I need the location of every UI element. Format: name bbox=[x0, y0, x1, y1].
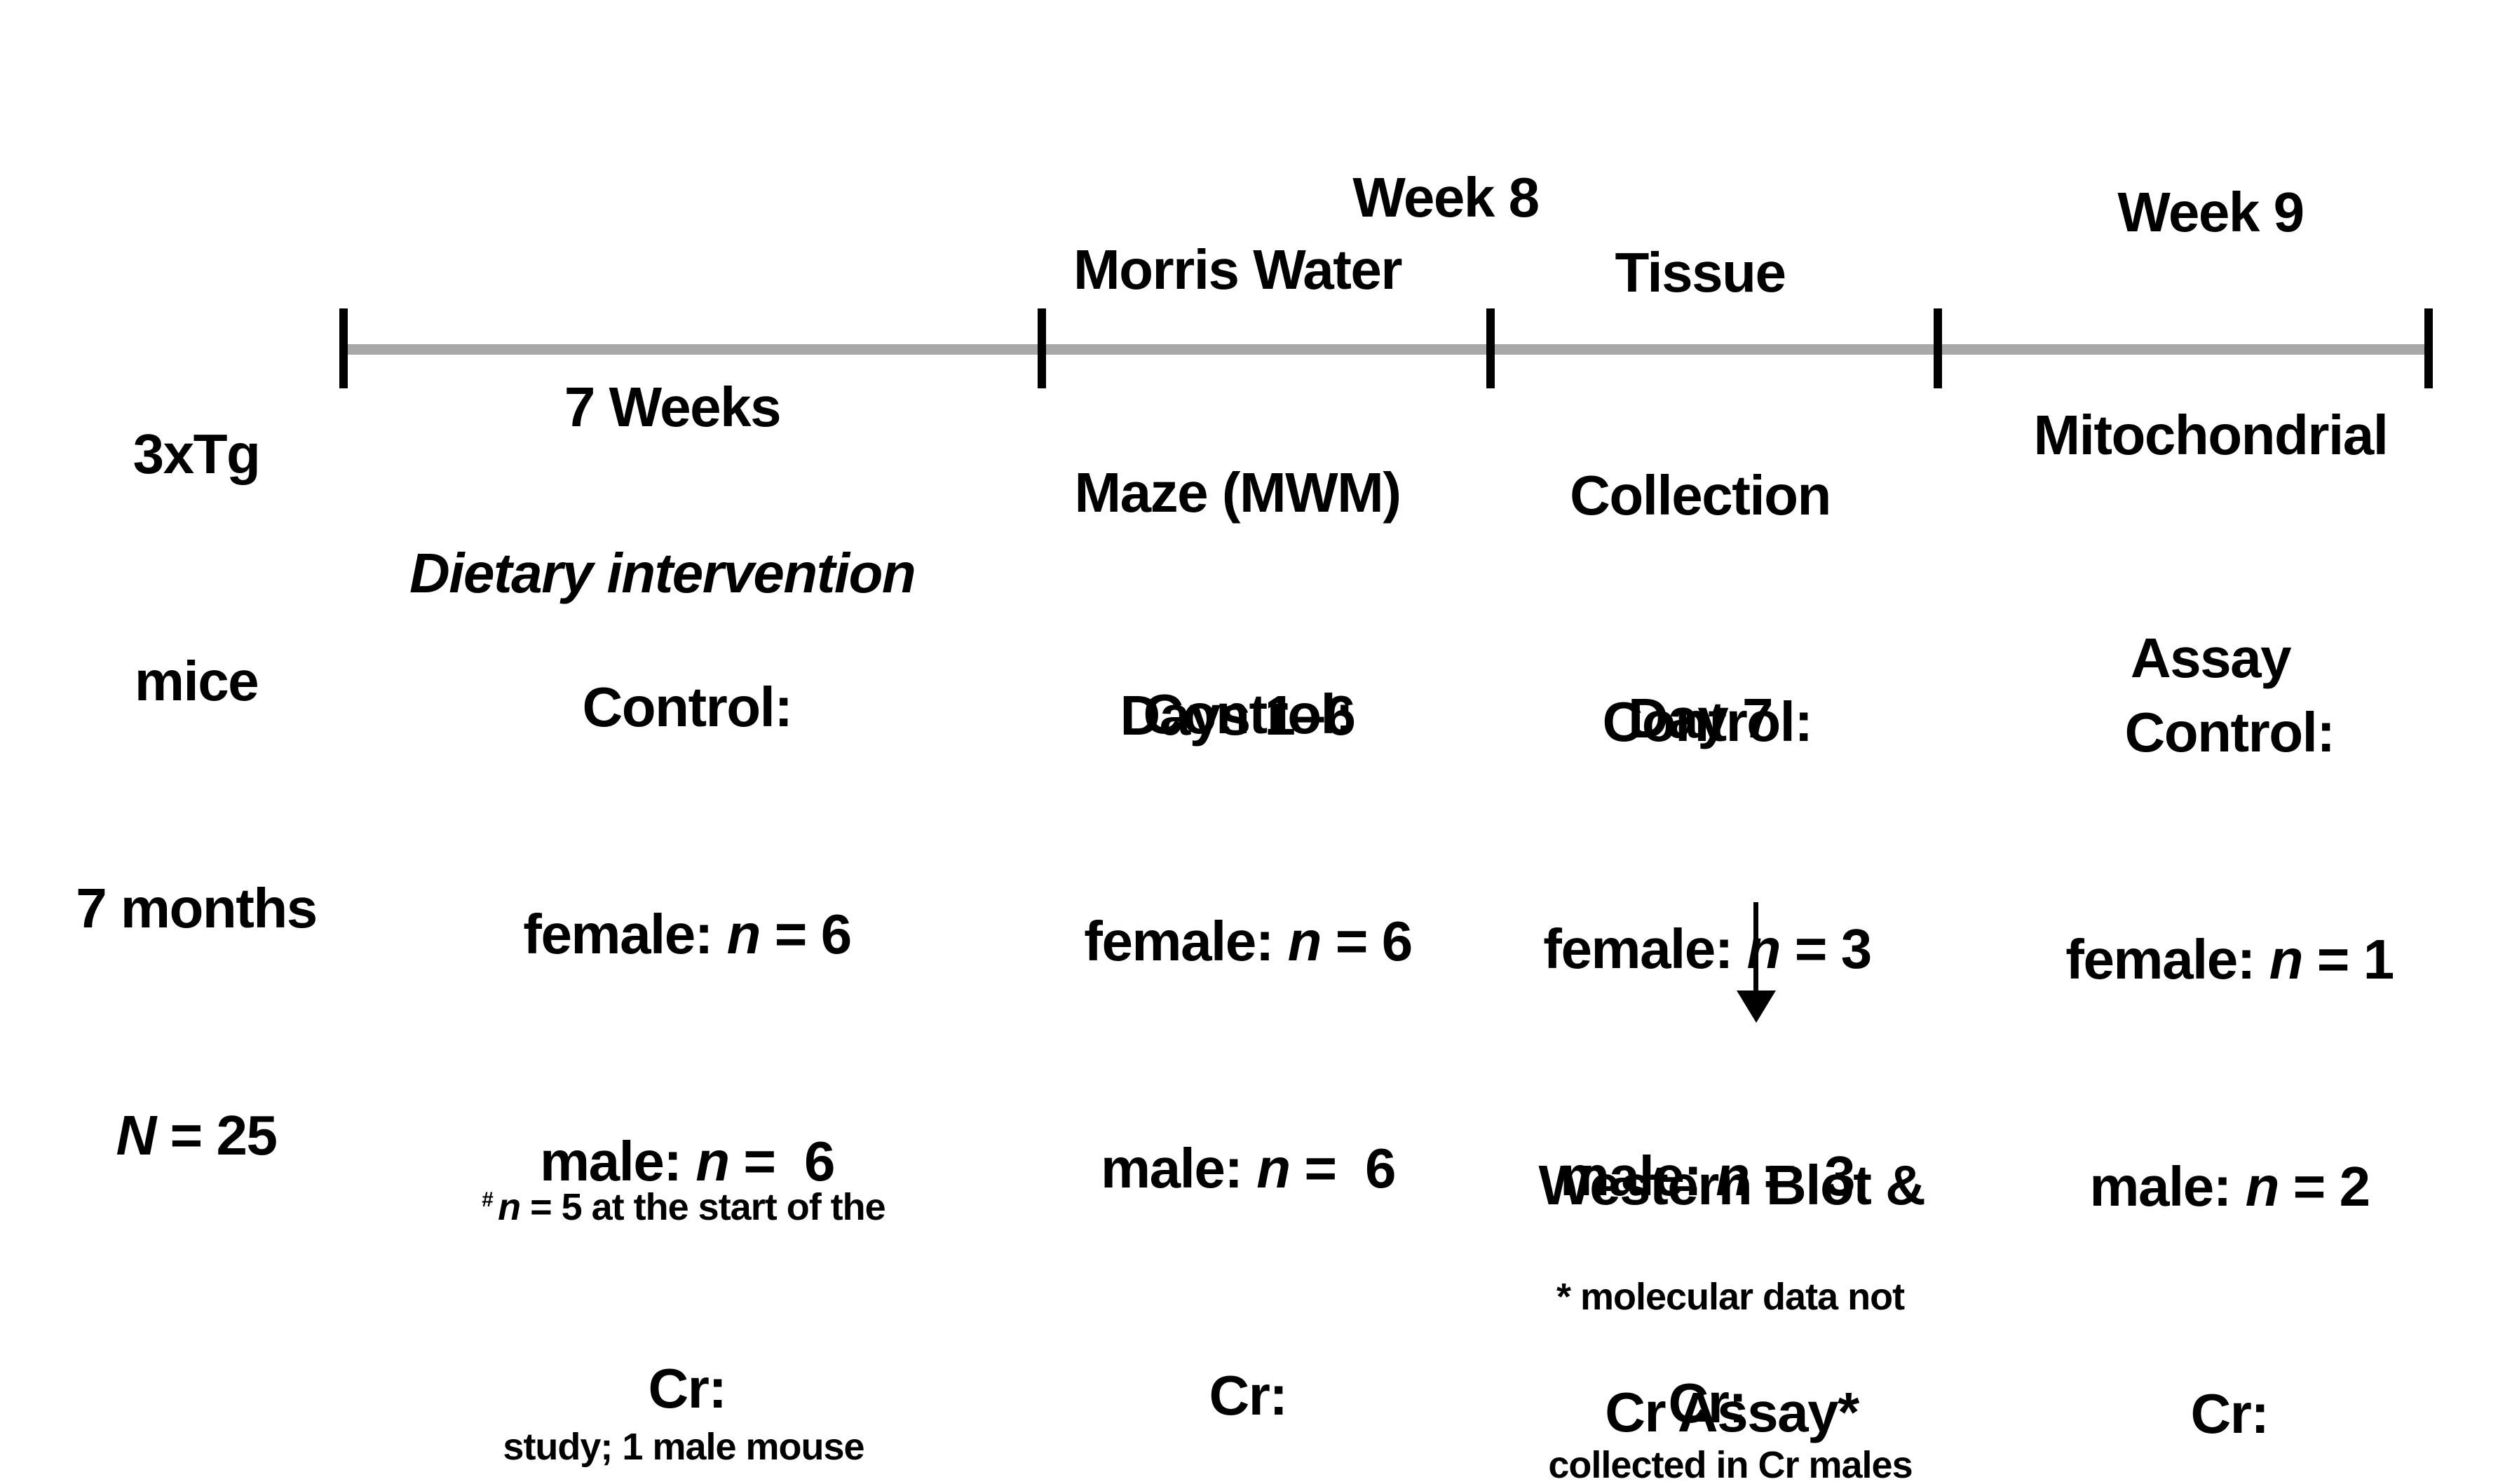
phase3-control-male-n: male: n = 3 bbox=[1560, 1145, 1855, 1207]
phase1-control-female-n: female: n = 6 bbox=[523, 903, 852, 965]
hash-footnote-line1: # n = 5 at the start of the bbox=[482, 1186, 885, 1228]
cohort-line-total-n: N = 25 bbox=[116, 1104, 278, 1166]
timeline-tick-week7 bbox=[1038, 308, 1046, 388]
dietary-intervention-label: Dietary intervention bbox=[409, 384, 1111, 763]
week8-text: Week 8 bbox=[1352, 166, 1540, 229]
asterisk-footnote-line2: collected in Cr males bbox=[1548, 1444, 1913, 1484]
bottom-note: Note: n values reduced after MWM for use… bbox=[390, 1405, 2353, 1484]
phase4-groups: Control: female: n = 1 male: n = 2 Cr: F… bbox=[1914, 543, 2498, 1484]
total-after-phase1: N = 24 bbox=[403, 1322, 964, 1484]
down-arrow-head-icon bbox=[1737, 991, 1776, 1023]
down-arrow-icon bbox=[1753, 902, 1758, 992]
phase4-control-label: Control: bbox=[2124, 701, 2335, 763]
cohort-line-age: 7 months bbox=[76, 877, 318, 939]
phase4-line2: Mitochondrial bbox=[2033, 404, 2389, 466]
phase3-groups: Control: female: n = 3 male: n = 3 Cr: f… bbox=[1392, 533, 2023, 1484]
cohort-line-strain: 3xTg bbox=[133, 423, 261, 485]
phase1-control-label: Control: bbox=[582, 676, 793, 738]
phase1-duration: 7 Weeks bbox=[564, 376, 782, 438]
total-after-phase1-text: N = 24 bbox=[403, 1473, 964, 1484]
asterisk-footnote: * molecular data not collected in Cr mal… bbox=[1415, 1157, 2046, 1484]
timeline-tick-end bbox=[2424, 308, 2433, 388]
phase2-line3: Days 1–6 bbox=[1120, 684, 1356, 747]
phase2-line1: Morris Water bbox=[1073, 238, 1403, 301]
cohort-label: 3xTg mice 7 months N = 25 bbox=[21, 265, 372, 1325]
phase3-control-label: Control: bbox=[1602, 690, 1813, 753]
phase4-cr-label: Cr: bbox=[2190, 1382, 2269, 1445]
phase2-header: Morris Water Maze (MWM) Days 1–6 bbox=[922, 84, 1553, 901]
procedure-line2: Cr Assay* bbox=[1605, 1381, 1859, 1443]
phase4-control-male-n: male: n = 2 bbox=[2089, 1155, 2370, 1218]
phase3-line3: Day 7 bbox=[1628, 687, 1773, 749]
dietary-intervention-text: Dietary intervention bbox=[409, 542, 916, 604]
phase2-control-male-n: male: n = 6 bbox=[1101, 1137, 1396, 1199]
phase4-line1: Week 9 bbox=[2117, 181, 2304, 243]
timeline-bar bbox=[339, 344, 2433, 355]
phase4-line3: Assay bbox=[2130, 627, 2292, 689]
phase4-control-female-n: female: n = 1 bbox=[2065, 928, 2394, 991]
phase2-groups: Control: female: n = 6 male: n = 6 Cr: f… bbox=[932, 525, 1563, 1484]
phase3-cr-label: Cr: bbox=[1668, 1372, 1747, 1434]
phase4-header: Week 9 Mitochondrial Assay bbox=[1895, 27, 2498, 844]
week8-label: Week 8 bbox=[1200, 12, 1691, 383]
timeline-tick-day7 bbox=[1934, 308, 1942, 388]
phase2-control-female-n: female: n = 6 bbox=[1084, 910, 1413, 972]
phase3-header: Tissue Collection Day 7 bbox=[1385, 87, 2016, 904]
phase3-line2: Collection bbox=[1570, 464, 1831, 526]
phase1-header: 7 Weeks bbox=[462, 222, 883, 593]
phase3-line1: Tissue bbox=[1615, 241, 1787, 304]
phase3-procedure: Western Blot & Cr Assay* bbox=[1416, 996, 2047, 1484]
phase1-control-male-n: male: n = 6 bbox=[540, 1130, 835, 1192]
phase2-cr-label: Cr: bbox=[1209, 1364, 1288, 1427]
timeline-tick-start bbox=[339, 308, 348, 388]
phase1-cr-label: Cr: bbox=[648, 1357, 727, 1420]
procedure-line1: Western Blot & bbox=[1538, 1154, 1926, 1216]
asterisk-footnote-line1: * molecular data not bbox=[1556, 1276, 1905, 1318]
hash-footnote: # n = 5 at the start of the study; 1 mal… bbox=[403, 1000, 964, 1484]
phase1-groups: Control: female: n = 6 male: n = 6 Cr: f… bbox=[372, 518, 1003, 1484]
hash-footnote-line2: study; 1 male mouse bbox=[503, 1426, 864, 1468]
phase3-control-female-n: female: n = 3 bbox=[1543, 918, 1872, 980]
phase2-control-label: Control: bbox=[1143, 683, 1354, 745]
phase2-line2: Maze (MWM) bbox=[1074, 461, 1401, 524]
timeline-tick-mwm-end bbox=[1486, 308, 1495, 388]
cohort-line-species: mice bbox=[134, 650, 259, 712]
